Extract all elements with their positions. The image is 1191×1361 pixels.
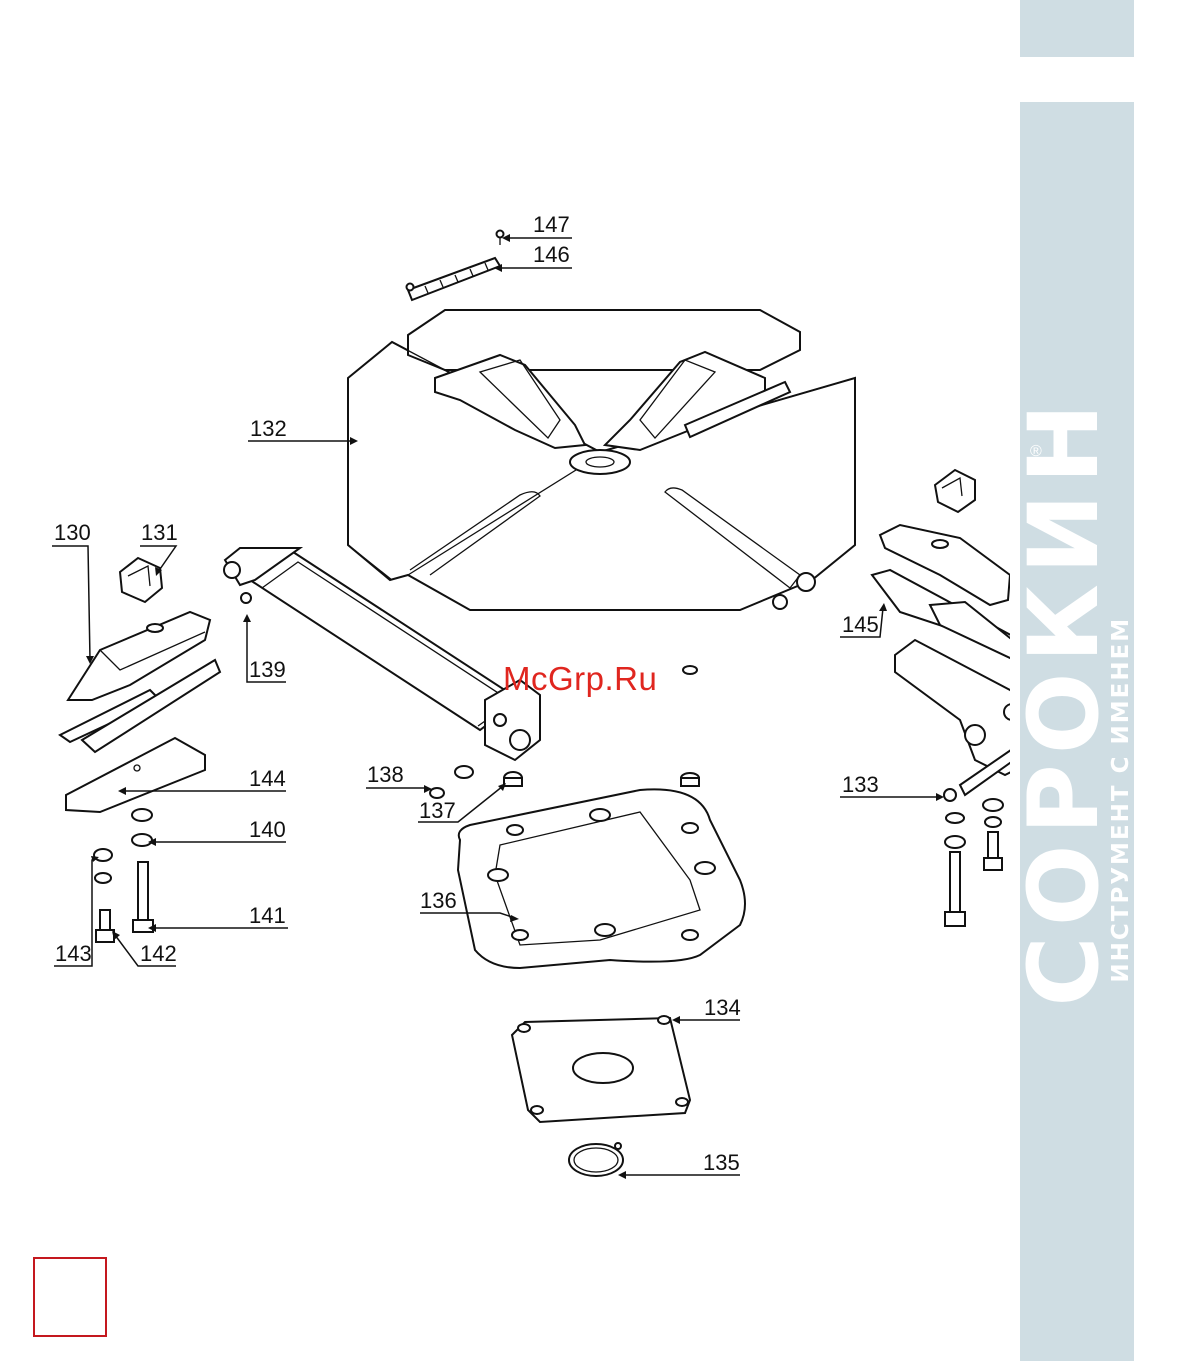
callout-143: 143 [54,856,99,966]
callout-label-137: 137 [419,798,456,823]
callout-141: 141 [148,903,288,932]
callout-label-130: 130 [54,520,91,545]
left-clamp-jaw [60,612,220,752]
rotation-frame [458,789,745,968]
retaining-ring [569,1143,623,1176]
left-long-bolt [133,862,153,932]
sidebar-top-band [1020,0,1134,57]
right-slider-bracket [895,640,1010,801]
right-short-bolt [984,832,1002,870]
callout-label-134: 134 [704,995,741,1020]
right-clamp-jaw [872,525,1010,658]
callout-label-146: 146 [533,242,570,267]
callout-label-132: 132 [250,416,287,441]
registered-mark: ® [1030,443,1042,461]
left-spacer-plate [66,738,205,812]
callout-label-131: 131 [141,520,178,545]
right-long-bolt [945,852,965,926]
callout-label-141: 141 [249,903,286,928]
callout-label-133: 133 [842,772,879,797]
callout-label-142: 142 [140,941,177,966]
right-jaw-insert [935,470,975,512]
page-number-box [33,1257,107,1337]
callout-133: 133 [840,772,944,801]
brand-name: СОРОКИН [1020,393,1108,1006]
turntable-plate [348,310,855,610]
bushing-top [681,666,699,786]
callout-label-138: 138 [367,762,404,787]
scale-screw [497,231,504,246]
base-plate [512,1016,690,1122]
callout-145: 145 [840,603,887,637]
o-ring [430,788,444,798]
callout-132: 132 [248,416,358,445]
callout-label-135: 135 [703,1150,740,1175]
callout-label-147: 147 [533,212,570,237]
callout-label-136: 136 [420,888,457,913]
callout-139: 139 [243,614,286,682]
callout-label-144: 144 [249,766,286,791]
callout-130: 130 [52,520,94,664]
callout-label-145: 145 [842,612,879,637]
spacer-ring [455,766,522,786]
left-short-bolt [96,910,114,942]
callout-142: 142 [112,931,177,966]
callout-135: 135 [618,1150,740,1179]
watermark: McGrp.Ru [503,660,657,698]
scale-strip [407,258,501,300]
callout-label-143: 143 [55,941,92,966]
callout-134: 134 [672,995,741,1024]
callout-146: 146 [494,242,572,272]
callout-147: 147 [502,212,572,242]
callout-140: 140 [148,817,286,846]
callout-label-140: 140 [249,817,286,842]
callout-138: 138 [366,762,432,793]
callout-label-139: 139 [249,657,286,682]
left-jaw-insert [120,558,162,602]
